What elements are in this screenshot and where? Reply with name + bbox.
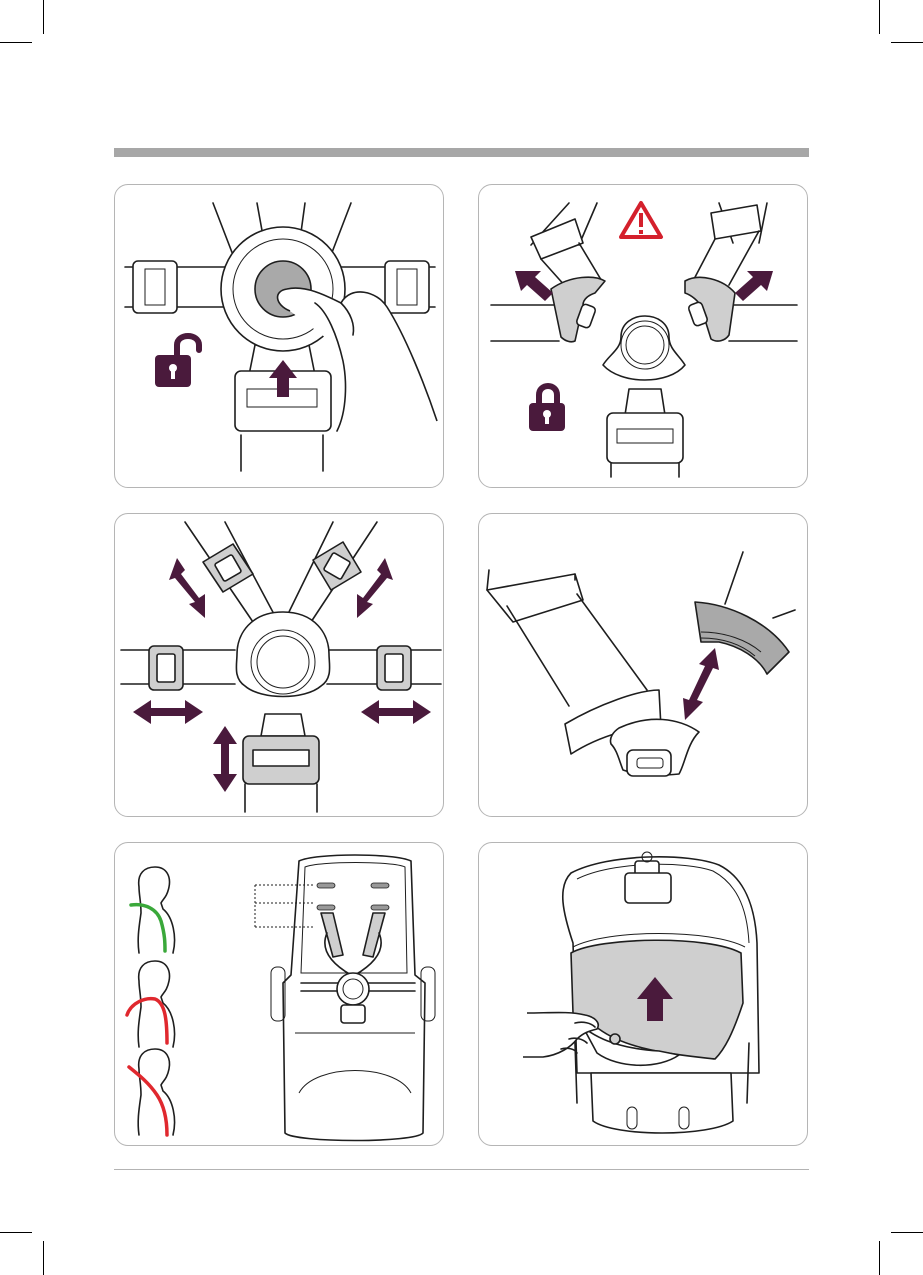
- buckle-illustration: [479, 185, 808, 488]
- panel-adjust-straps: [114, 513, 444, 817]
- arrow-diagonal-icon: [735, 271, 773, 301]
- header-bar: [114, 148, 809, 157]
- crop-mark: [0, 42, 32, 43]
- crop-mark: [879, 1241, 880, 1275]
- adjust-illustration: [115, 514, 444, 817]
- crop-mark: [0, 1232, 32, 1233]
- crop-mark: [879, 0, 880, 34]
- double-arrow-icon: [357, 558, 393, 618]
- footer-rule: [114, 1169, 809, 1170]
- panel-shoulder-height: [114, 842, 444, 1146]
- double-arrow-icon: [213, 726, 237, 792]
- child-figure-too-low: [127, 961, 175, 1047]
- crop-mark: [43, 0, 44, 34]
- panel-buckle: [478, 184, 808, 488]
- double-arrow-icon: [133, 700, 203, 724]
- child-figure-correct: [131, 867, 175, 953]
- unlock-icon: [155, 336, 199, 387]
- double-arrow-icon: [683, 648, 719, 720]
- shoulder-illustration: [115, 843, 444, 1146]
- lock-icon: [529, 386, 565, 431]
- crop-mark: [43, 1241, 44, 1275]
- crop-mark: [891, 1232, 923, 1233]
- unbuckle-illustration: [115, 185, 444, 488]
- double-arrow-icon: [361, 700, 431, 724]
- panel-unbuckle: [114, 184, 444, 488]
- crop-mark: [891, 42, 923, 43]
- cover-illustration: [479, 843, 808, 1146]
- arrow-diagonal-icon: [515, 271, 553, 301]
- double-arrow-icon: [169, 558, 205, 618]
- panel-attach-clip: [478, 513, 808, 817]
- child-figure-too-high: [129, 1049, 175, 1135]
- warning-icon: [621, 203, 661, 237]
- panel-remove-cover: [478, 842, 808, 1146]
- clip-illustration: [479, 514, 808, 817]
